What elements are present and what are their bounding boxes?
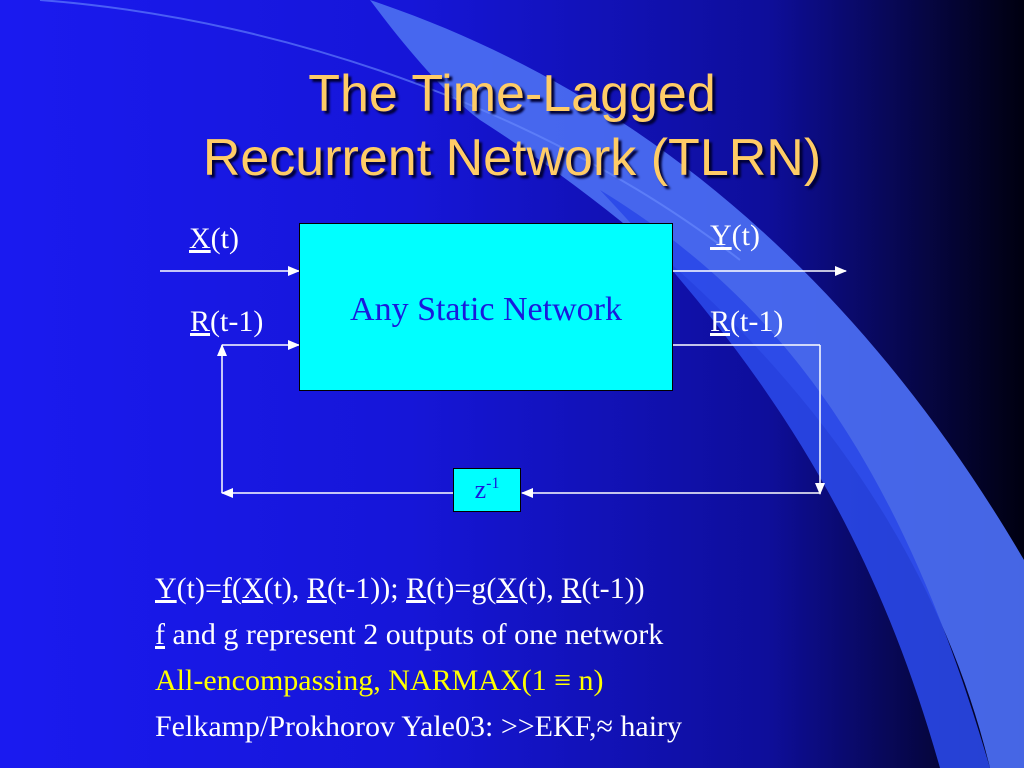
static-network-box: Any Static Network xyxy=(299,223,673,391)
delay-exponent: -1 xyxy=(486,475,500,492)
delay-base: z xyxy=(474,475,487,504)
slide-title: The Time-Lagged Recurrent Network (TLRN) xyxy=(0,62,1024,190)
title-line-1: The Time-Lagged xyxy=(308,65,716,123)
swoosh-inner-band xyxy=(600,190,990,768)
input-r-symbol: R xyxy=(190,305,211,338)
input-r-label: R(t-1) xyxy=(190,305,263,339)
output-r-label: R(t-1) xyxy=(710,305,783,339)
input-x-symbol: X xyxy=(189,222,211,255)
reference-line: Felkamp/Prokhorov Yale03: >>EKF,≈ hairy xyxy=(155,710,683,743)
outputs-note-line: f and g represent 2 outputs of one netwo… xyxy=(155,618,664,651)
output-y-arg: (t) xyxy=(731,219,760,252)
swoosh-light-band xyxy=(370,0,1024,768)
static-network-label: Any Static Network xyxy=(350,291,622,328)
narmax-line: All-encompassing, NARMAX(1 ≡ n) xyxy=(155,664,604,697)
output-y-symbol: Y xyxy=(710,219,732,252)
input-r-arg: (t-1) xyxy=(210,305,264,338)
output-r-arg: (t-1) xyxy=(730,305,784,338)
swoosh-thin-arc xyxy=(39,0,741,261)
input-x-label: X(t) xyxy=(189,222,239,256)
input-x-arg: (t) xyxy=(210,222,239,255)
output-y-label: Y(t) xyxy=(710,219,760,253)
equation-line: Y(t)=f(X(t), R(t-1)); R(t)=g(X(t), R(t-1… xyxy=(155,572,645,605)
title-line-2: Recurrent Network (TLRN) xyxy=(202,129,822,187)
body-text: Y(t)=f(X(t), R(t-1)); R(t)=g(X(t), R(t-1… xyxy=(155,566,955,750)
output-r-symbol: R xyxy=(710,305,731,338)
delay-box: z-1 xyxy=(453,468,521,512)
